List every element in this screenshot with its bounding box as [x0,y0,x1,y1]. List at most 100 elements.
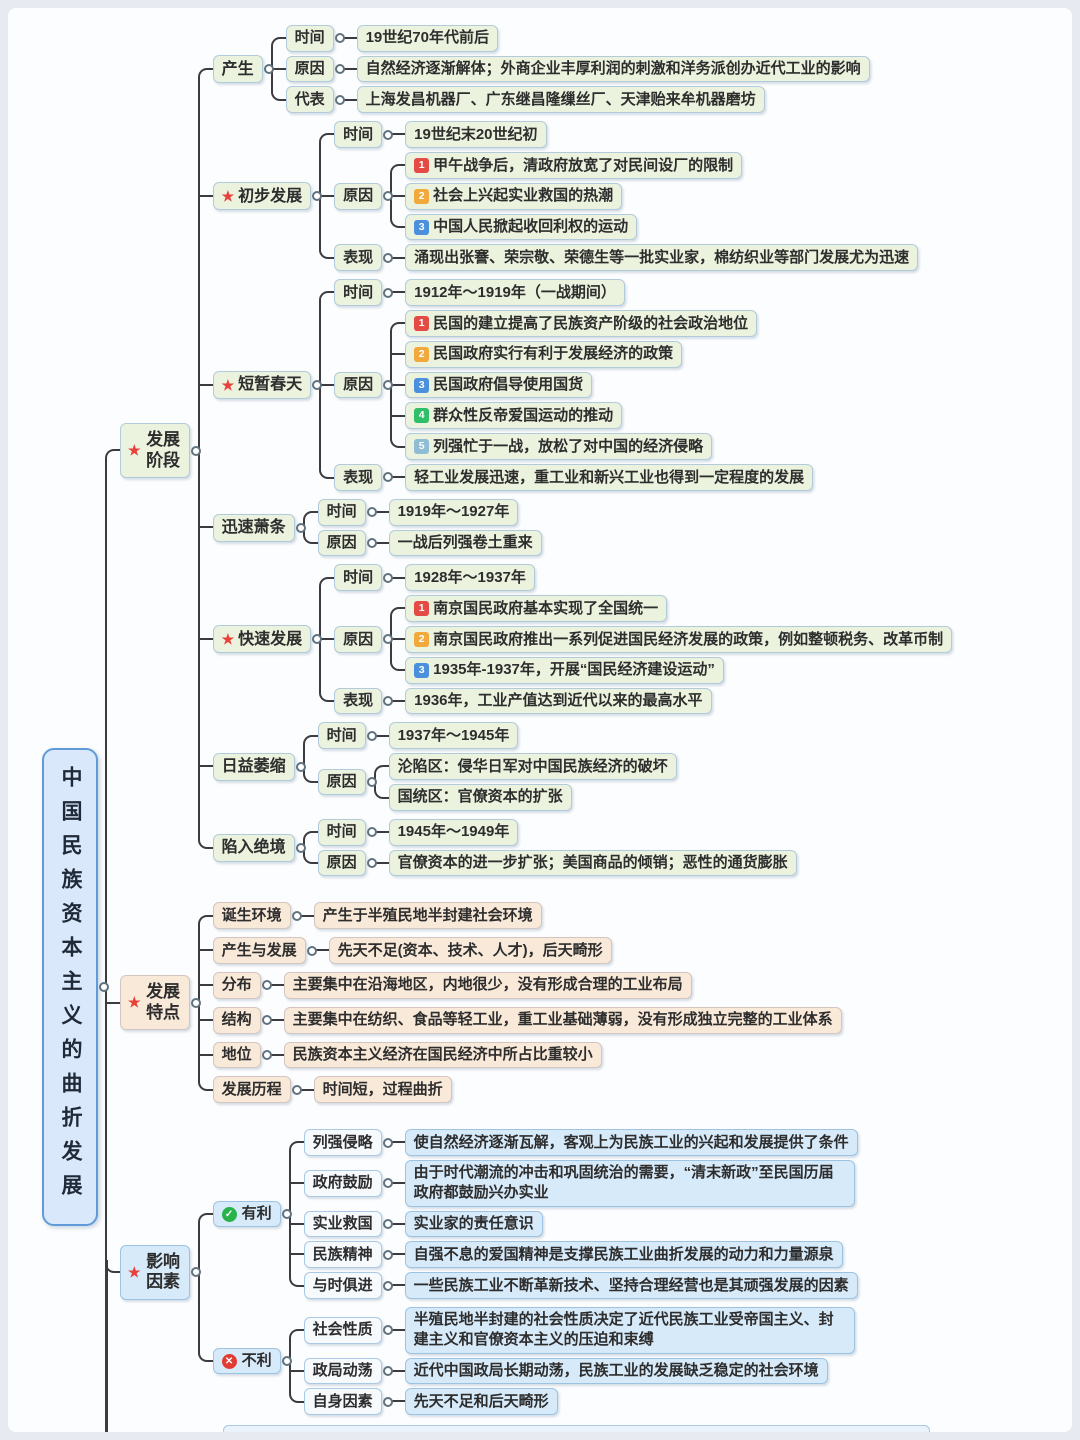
industrial-salvation-label[interactable]: 实业救国 [303,1210,382,1238]
national-spirit-value[interactable]: 自强不息的爱国精神是支撑民族工业曲折发展的动力和力量源泉 [404,1241,843,1269]
distribution-label[interactable]: 分布 [212,971,261,999]
children-container: 自然经济逐渐解体；外商企业丰厚利润的刺激和洋务派创办近代工业的影响 [341,55,870,83]
reason-value[interactable]: 一战后列强卷土重来 [388,529,542,557]
connector-dot-icon [383,472,394,483]
performance-value[interactable]: 涌现出张謇、荣宗敬、荣德生等一批实业家，棉纺织业等部门发展尤为迅速 [405,244,919,272]
performance-value[interactable]: 1936年，工业产值达到近代以来的最高水平 [405,687,712,715]
time-label[interactable]: 时间 [317,818,366,846]
time-value[interactable]: 1937年～1945年 [388,722,519,750]
status-label[interactable]: 地位 [212,1041,261,1069]
root-node-text: 中国民族资本主义的曲折发展 [59,766,82,1208]
course-value[interactable]: 时间短，过程曲折 [313,1076,452,1104]
children-container: 实业家的责任意识 [389,1210,543,1238]
number-badge-icon: 3 [414,377,430,393]
time-value[interactable]: 1928年～1937年 [405,564,535,592]
stage-desperation[interactable]: 陷入绝境 [212,833,295,862]
time-value[interactable]: 1919年～1927年 [388,498,519,526]
structure-label[interactable]: 结构 [212,1006,261,1034]
reason-value[interactable]: 官僚资本的进一步扩张；美国商品的倾销；恶性的通货膨胀 [388,849,797,877]
time-label[interactable]: 时间 [334,564,383,592]
stage-initial-development[interactable]: ★初步发展 [212,182,312,211]
origin-development-label[interactable]: 产生与发展 [212,937,306,964]
connector-dot-icon [382,1249,393,1260]
reason-item[interactable]: 国统区：官僚资本的扩张 [388,783,572,811]
unfavorable-node[interactable]: ✕不利 [212,1347,281,1375]
time-label[interactable]: 时间 [317,722,366,750]
performance-label[interactable]: 表现 [334,244,383,272]
branch-influencing-factors[interactable]: ★影响因素 [120,1244,190,1300]
performance-label[interactable]: 表现 [334,687,383,715]
social-nature-value[interactable]: 半殖民地半封建的社会性质决定了近代民族工业受帝国主义、封建主义和官僚资本主义的压… [404,1306,855,1354]
reason-label[interactable]: 原因 [317,529,366,557]
performance-label[interactable]: 表现 [334,464,383,491]
time-label[interactable]: 时间 [285,24,334,52]
stage-brief-spring[interactable]: ★短暂春天 [212,370,312,400]
social-nature-label[interactable]: 社会性质 [303,1316,382,1344]
political-turmoil-label[interactable]: 政局动荡 [303,1357,382,1385]
representative-label[interactable]: 代表 [285,86,334,114]
time-value[interactable]: 19世纪70年代前后 [356,24,498,52]
reason-label[interactable]: 原因 [317,849,366,877]
favorable-node[interactable]: ✓有利 [212,1200,281,1228]
representative-value[interactable]: 上海发昌机器厂、广东继昌隆缫丝厂、天津贻来牟机器磨坊 [356,86,765,114]
time-value[interactable]: 19世纪末20世纪初 [405,121,547,149]
government-encouragement-label[interactable]: 政府鼓励 [303,1169,382,1197]
national-spirit-label[interactable]: 民族精神 [303,1241,382,1269]
industrial-salvation-value[interactable]: 实业家的责任意识 [404,1210,543,1238]
keeping-pace-label[interactable]: 与时俱进 [303,1272,382,1299]
reason-label[interactable]: 原因 [285,55,334,83]
time-value[interactable]: 1912年～1919年（一战期间） [405,279,625,307]
branch-development-features[interactable]: ★发展特点 [120,975,190,1031]
branch-development-stages[interactable]: ★发展阶段 [120,423,190,478]
reason-item[interactable]: 沦陷区：侵华日军对中国民族经济的破坏 [388,753,677,780]
birth-environment-label[interactable]: 诞生环境 [212,902,291,930]
distribution-value[interactable]: 主要集中在沿海地区，内地很少，没有形成合理的工业布局 [283,971,692,999]
root-node[interactable]: 中国民族资本主义的曲折发展 [42,748,109,1226]
foreign-aggression-value[interactable]: 使自然经济逐渐瓦解，客观上为民族工业的兴起和发展提供了条件 [404,1129,858,1156]
node-text: 日益萎缩 [221,758,286,776]
time-label[interactable]: 时间 [334,121,383,149]
reason-label[interactable]: 原因 [317,768,366,796]
stage-rapid-development[interactable]: ★快速发展 [212,625,312,654]
time-value[interactable]: 1945年～1949年 [388,818,519,846]
reason-label[interactable]: 原因 [334,371,383,399]
own-factors-value[interactable]: 先天不足和后天畸形 [404,1388,558,1416]
course-label[interactable]: 发展历程 [212,1076,291,1104]
stage-rapid-depression[interactable]: 迅速萧条 [212,513,295,542]
government-encouragement-value[interactable]: 由于时代潮流的冲击和巩固统治的需要，“清末新政”至民国历届政府都鼓励兴办实业 [404,1159,855,1207]
political-turmoil-value[interactable]: 近代中国政局长期动荡，民族工业的发展缺乏稳定的社会环境 [404,1357,828,1385]
performance-value[interactable]: 轻工业发展迅速，重工业和新兴工业也得到一定程度的发展 [405,464,814,491]
reason-value[interactable]: 自然经济逐渐解体；外商企业丰厚利润的刺激和洋务派创办近代工业的影响 [356,55,870,83]
keeping-pace-value[interactable]: 一些民族工业不断革新技术、坚持合理经营也是其顽强发展的因素 [404,1272,858,1299]
own-factors-label[interactable]: 自身因素 [303,1388,382,1416]
reason-label[interactable]: 原因 [334,626,383,653]
node-text: 时间 [326,823,357,841]
connector-dot-icon [281,1209,292,1220]
origin-development-value[interactable]: 先天不足(资本、技术、人才)，后天畸形 [328,937,612,964]
national-spirit-label-row: 民族精神自强不息的爱国精神是支撑民族工业曲折发展的动力和力量源泉 [288,1235,858,1274]
birth-environment-value[interactable]: 产生于半殖民地半封建社会环境 [313,902,542,930]
time-label[interactable]: 时间 [317,498,366,526]
stage-shrinking[interactable]: 日益萎缩 [212,752,295,781]
connector-dot-icon [291,1084,302,1095]
time-label[interactable]: 时间 [334,279,383,307]
stage-emergence[interactable]: 产生 [212,55,263,84]
status-value[interactable]: 民族资本主义经济在国民经济中所占比重较小 [283,1041,602,1069]
structure-value[interactable]: 主要集中在纺织、食品等轻工业，重工业基础薄弱，没有形成独立完整的工业体系 [283,1006,842,1034]
foreign-aggression-label[interactable]: 列强侵略 [303,1129,382,1156]
reason-label[interactable]: 原因 [334,182,383,210]
stage-rapid-depression-row: 迅速萧条时间 1919年～1927年原因一战后列强卷土重来 [197,492,953,562]
